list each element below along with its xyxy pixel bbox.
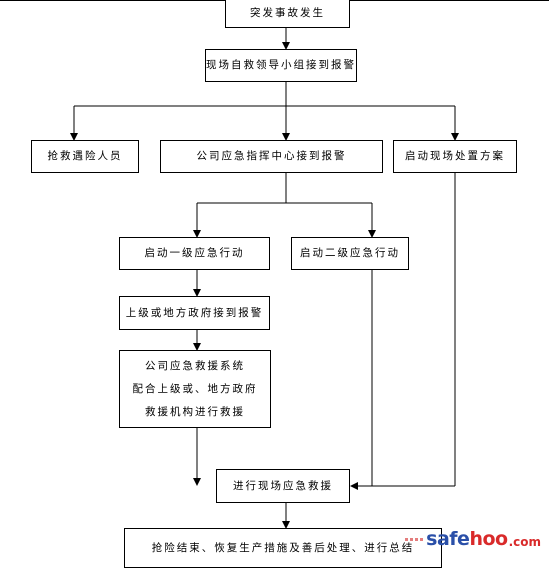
node-final-summary-label: 抢险结束、恢复生产措施及善后处理、进行总结 <box>151 542 415 554</box>
node-incident-label: 突发事故发生 <box>250 6 325 19</box>
node-level1-label: 启动一级应急行动 <box>144 247 245 260</box>
node-site-leader: 现场自救领导小组接到报警 <box>205 49 357 82</box>
node-site-plan: 启动现场处置方案 <box>393 140 517 173</box>
watermark-logo: safe hoo .com <box>405 528 541 550</box>
node-site-plan-label: 启动现场处置方案 <box>405 150 505 163</box>
node-site-leader-label: 现场自救领导小组接到报警 <box>206 59 356 72</box>
node-rescue-personnel-label: 抢救遇险人员 <box>47 150 123 163</box>
watermark-text-safe: safe <box>426 528 470 550</box>
node-superior-report-label: 上级或地方政府接到报警 <box>125 306 264 319</box>
node-system-coordination: 公司应急救援系统 配合上级或、地方政府 救援机构进行救援 <box>119 350 271 428</box>
node-command-center-label: 公司应急指挥中心接到报警 <box>196 150 347 163</box>
watermark-text-hoo: hoo <box>469 528 508 550</box>
node-system-coordination-label: 公司应急救援系统 配合上级或、地方政府 救援机构进行救援 <box>132 359 258 418</box>
node-rescue-personnel: 抢救遇险人员 <box>31 140 139 173</box>
watermark-text-suffix: .com <box>508 535 541 549</box>
node-level2: 启动二级应急行动 <box>291 237 409 270</box>
node-incident: 突发事故发生 <box>225 0 350 28</box>
node-level2-label: 启动二级应急行动 <box>300 247 400 260</box>
node-level1: 启动一级应急行动 <box>119 237 270 270</box>
watermark-dots-icon <box>405 537 424 541</box>
node-command-center: 公司应急指挥中心接到报警 <box>160 140 383 173</box>
node-final-summary: 抢险结束、恢复生产措施及善后处理、进行总结 <box>124 528 442 568</box>
node-field-rescue-label: 进行现场应急救援 <box>233 479 333 492</box>
node-field-rescue: 进行现场应急救援 <box>216 469 350 503</box>
node-superior-report: 上级或地方政府接到报警 <box>119 296 270 330</box>
